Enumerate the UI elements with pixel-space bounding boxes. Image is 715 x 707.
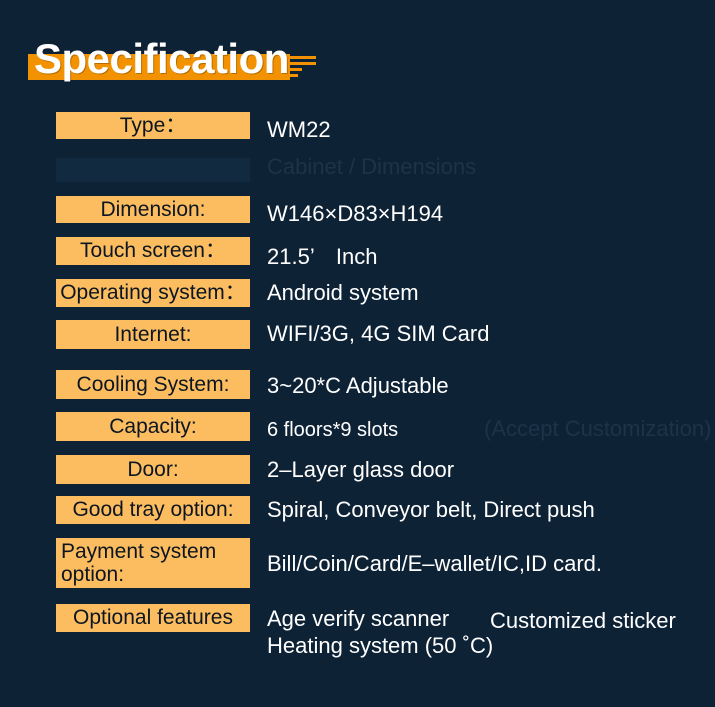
ghost-row-text: Cabinet / Dimensions bbox=[267, 154, 477, 179]
spec-value-payment-system-option: Bill/Coin/Card/E–wallet/IC,ID card. bbox=[267, 551, 603, 576]
spec-value-door: 2–Layer glass door bbox=[267, 457, 455, 482]
spec-label-door: Door: bbox=[56, 455, 250, 484]
spec-label-dimension: Dimension: bbox=[56, 196, 250, 223]
spec-value-heating-system: Heating system (50 ˚C) bbox=[267, 633, 494, 658]
spec-label-type: Type： bbox=[56, 112, 250, 139]
spec-label-touch-screen: Touch screen： bbox=[56, 237, 250, 265]
payment-label-line-1: Payment system bbox=[61, 540, 217, 563]
spec-value-internet: WIFI/3G, 4G SIM Card bbox=[267, 321, 490, 346]
spec-label-cooling-system: Cooling System: bbox=[56, 370, 250, 399]
spec-value-type: WM22 bbox=[267, 117, 331, 142]
ghost-capacity-note: (Accept Customization) bbox=[484, 416, 712, 441]
spec-label-optional-features: Optional features bbox=[56, 604, 250, 632]
title-brush-stripes bbox=[250, 56, 316, 77]
spec-value-touch-screen: 21.5’ Inch bbox=[267, 244, 378, 269]
ghost-label-bar bbox=[56, 158, 250, 182]
title-underline-bar bbox=[28, 54, 290, 80]
payment-label-line-2: option: bbox=[61, 563, 125, 586]
spec-value-good-tray-option: Spiral, Conveyor belt, Direct push bbox=[267, 497, 595, 522]
spec-value-capacity: 6 floors*9 slots bbox=[267, 419, 399, 441]
spec-label-internet: Internet: bbox=[56, 320, 250, 349]
spec-label-payment-system-option: Payment system option: bbox=[56, 538, 250, 588]
spec-value-dimension: W146×D83×H194 bbox=[267, 201, 444, 226]
spec-value-cooling-system: 3~20*C Adjustable bbox=[267, 373, 449, 398]
spec-label-capacity: Capacity: bbox=[56, 412, 250, 441]
spec-value-operating-system: Android system bbox=[267, 280, 419, 305]
spec-label-operating-system: Operating system： bbox=[56, 279, 250, 307]
spec-label-good-tray-option: Good tray option: bbox=[56, 496, 250, 524]
spec-value-age-verify-scanner: Age verify scanner bbox=[267, 606, 450, 631]
page-title: Specification bbox=[34, 35, 289, 82]
spec-value-customized-sticker: Customized sticker bbox=[490, 608, 676, 633]
